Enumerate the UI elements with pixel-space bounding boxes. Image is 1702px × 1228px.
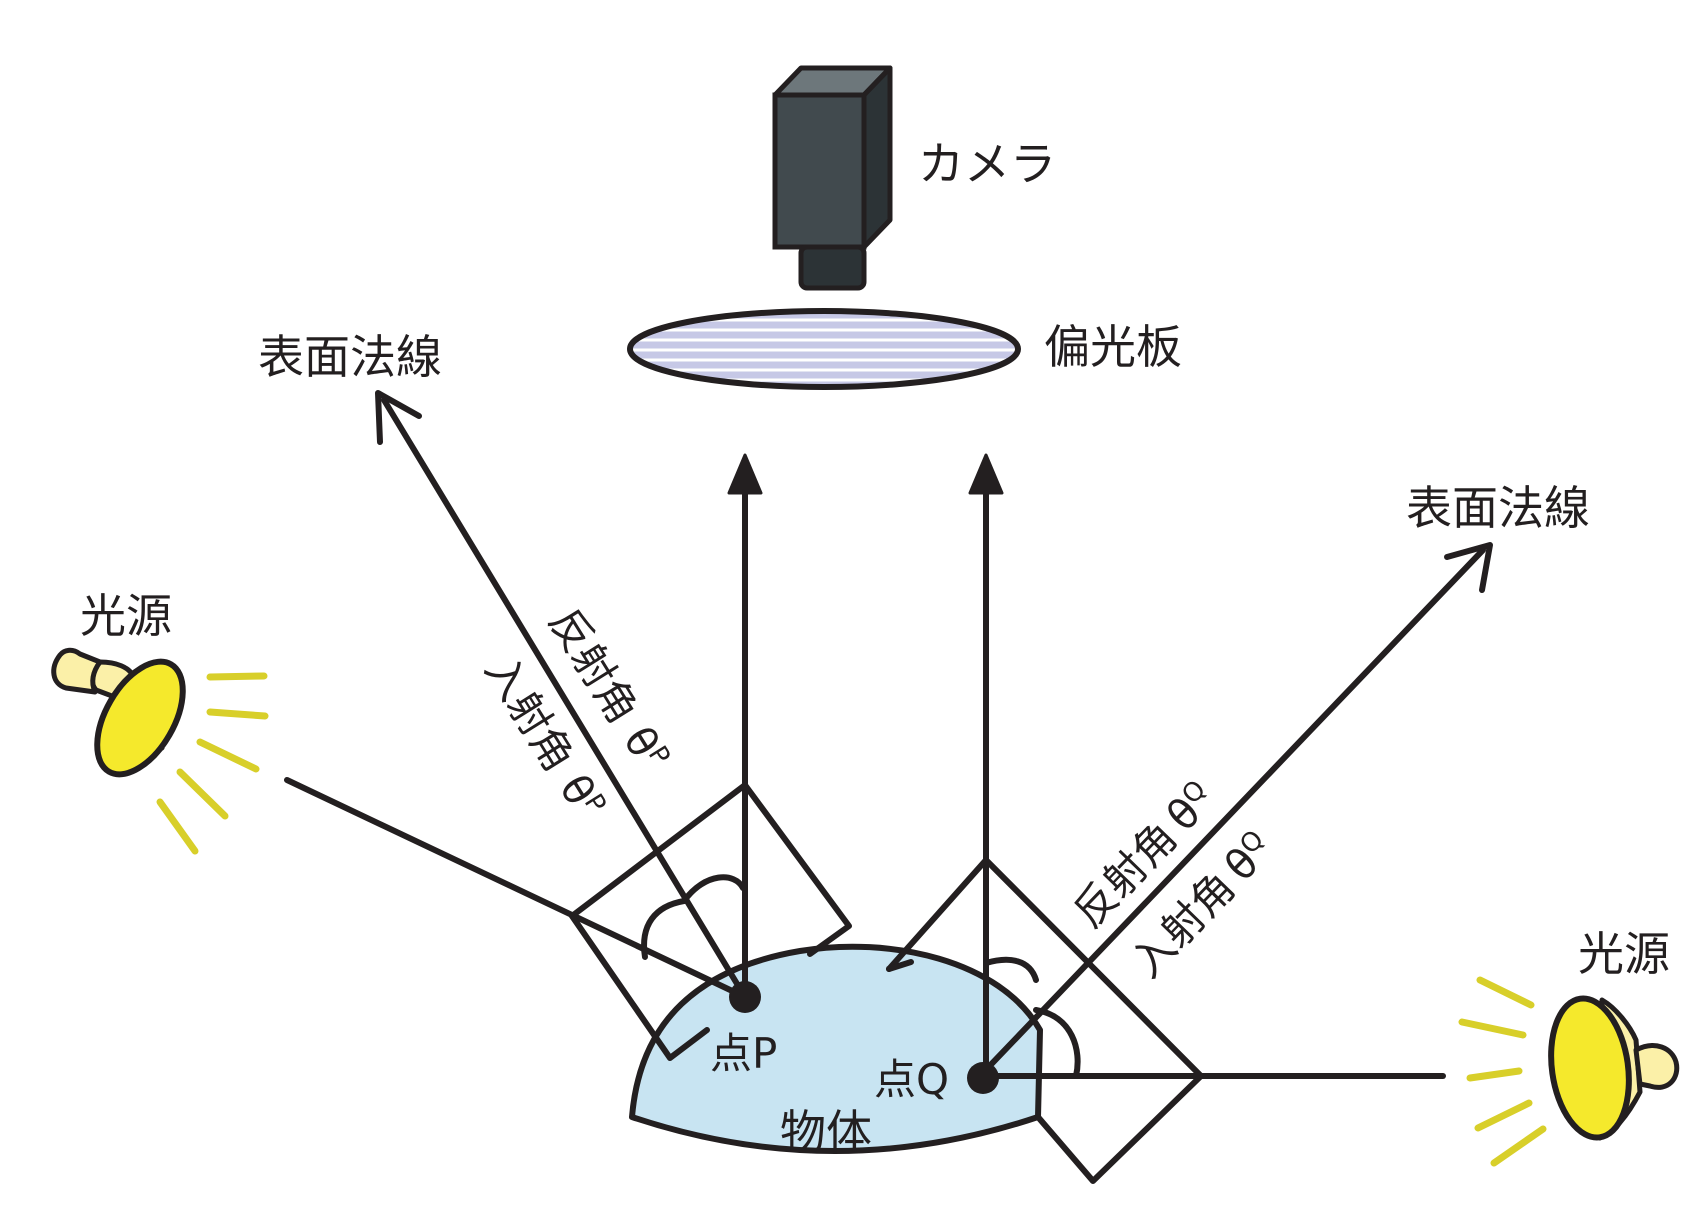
camera-label: カメラ: [918, 137, 1056, 191]
polarizer-icon: [627, 308, 1021, 390]
object-label: 物体: [780, 1105, 872, 1159]
angle-square-q-incident: [886, 959, 914, 972]
camera-icon: [772, 65, 893, 291]
point-q-label: 点Q: [874, 1055, 949, 1104]
angle-arc-q-reflect: [983, 956, 1039, 983]
reflected-ray-p: [727, 453, 763, 1000]
light-source-label-left: 光源: [80, 589, 172, 643]
incident-ray-left: [284, 777, 748, 1000]
point-p-label: 点P: [710, 1029, 777, 1078]
light-source-label-right: 光源: [1578, 927, 1670, 981]
angle-arc-p-reflect: [681, 874, 746, 904]
light-rays-left: [156, 672, 269, 855]
angle-square-q-reflect: [886, 857, 1204, 1184]
angle-arc-p-incident: [641, 898, 687, 960]
surface-normal-label-left: 表面法線: [258, 330, 442, 384]
point-q-marker: [967, 1062, 999, 1094]
reflected-ray-q: [968, 453, 1004, 1079]
lamp-icon-left: [51, 647, 186, 778]
surface-normal-right: [977, 542, 1493, 1079]
polarizer-label: 偏光板: [1044, 320, 1182, 374]
surface-normal-label-right: 表面法線: [1406, 481, 1590, 535]
lamp-icon-right: [1548, 995, 1680, 1141]
point-p-marker: [729, 981, 761, 1013]
light-rays-right: [1458, 976, 1547, 1167]
angle-arc-q-incident: [1033, 1007, 1081, 1079]
angle-square-p-incident: [569, 913, 710, 1061]
angle-square-p-reflect: [569, 782, 852, 957]
surface-normal-left: [375, 390, 748, 1000]
